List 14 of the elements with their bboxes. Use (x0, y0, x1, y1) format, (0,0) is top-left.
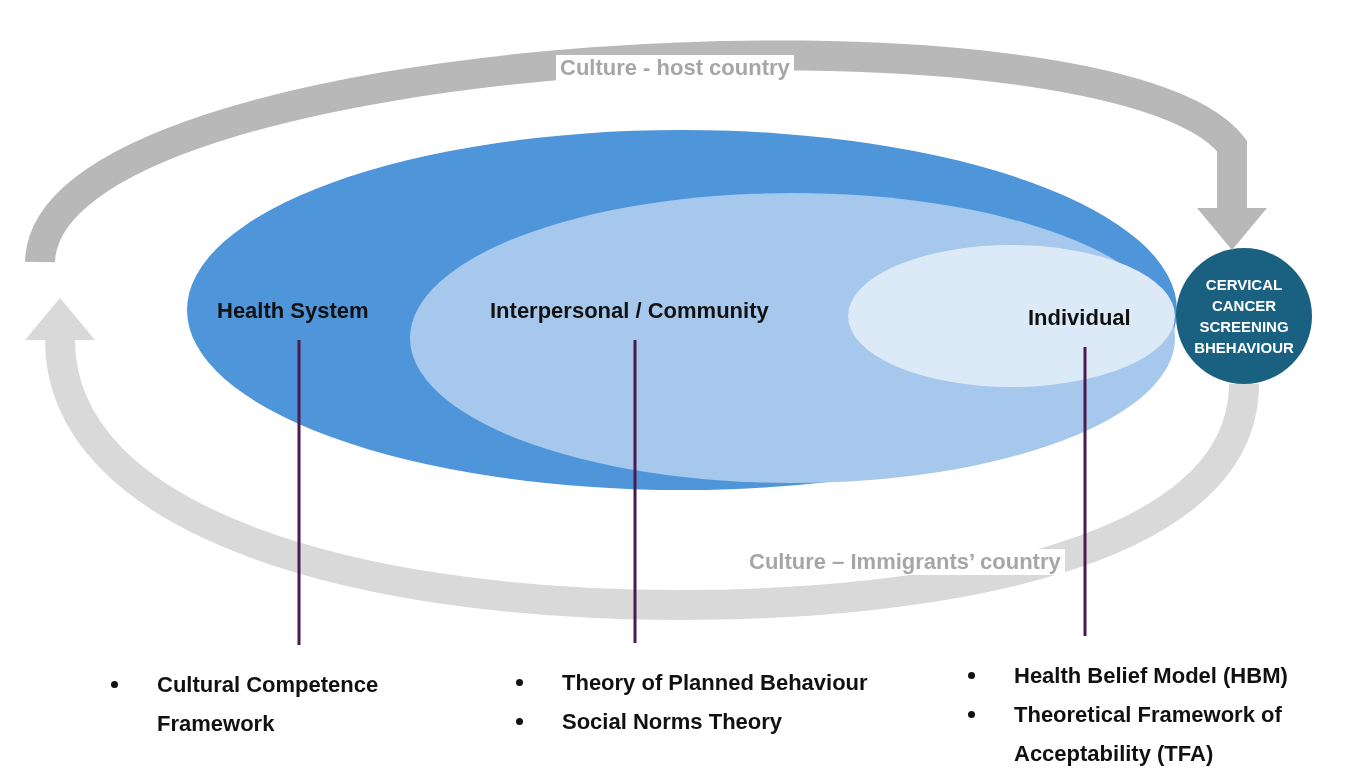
level-label: Interpersonal / Community (490, 298, 769, 324)
leader-line (633, 340, 637, 643)
list-item: Cultural Competence Framework (105, 665, 465, 743)
list-item: Social Norms Theory (510, 702, 930, 741)
list-item: Health Belief Model (HBM) (962, 656, 1342, 695)
leader-line (1083, 347, 1087, 636)
cycle-arrow (25, 298, 1259, 620)
list-item: Theoretical Framework of Acceptability (TFA) (962, 695, 1342, 773)
level-label: Individual (1028, 305, 1131, 331)
edge-label: Culture - host country (556, 55, 794, 81)
node-label: CERVICAL CANCER SCREENING BHEHAVIOUR (1193, 275, 1295, 358)
level-label: Health System (217, 298, 369, 324)
leader-line (297, 340, 301, 645)
list-item: Theory of Planned Behaviour (510, 663, 930, 702)
